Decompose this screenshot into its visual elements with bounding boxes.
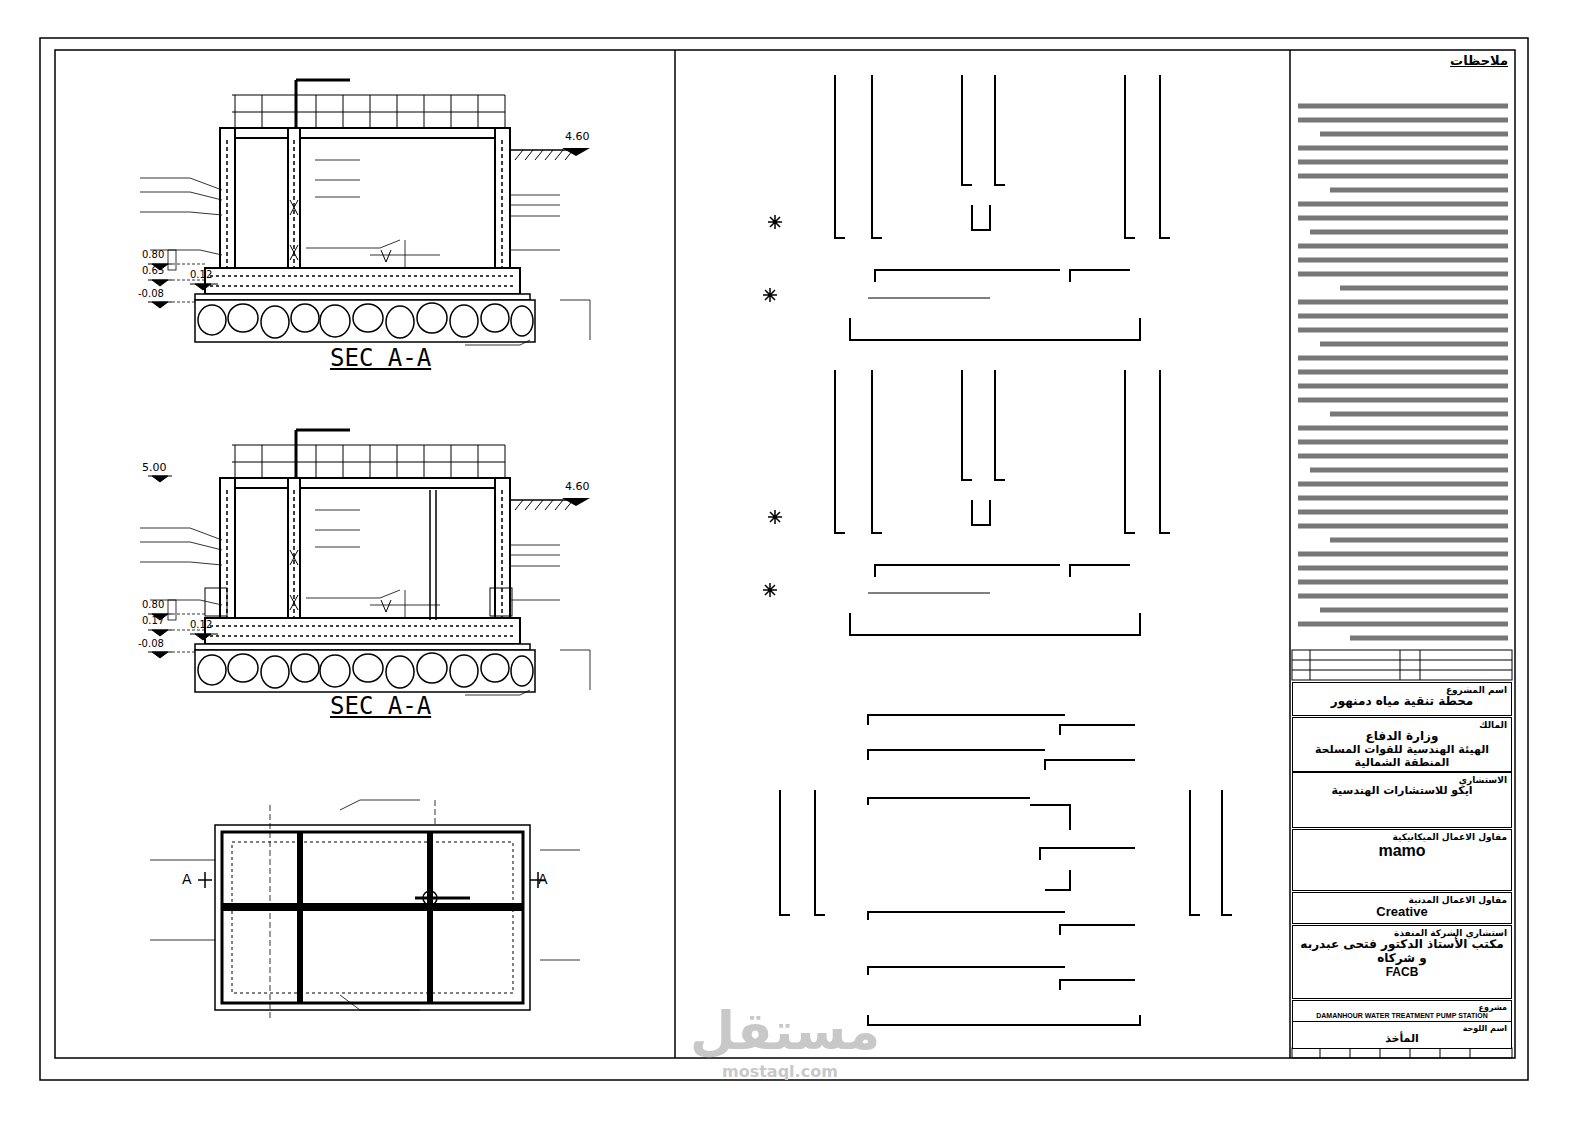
cell-text: Creative	[1297, 905, 1507, 920]
rebar-shapes	[780, 715, 1232, 1025]
panel-divider	[674, 50, 676, 1058]
cell-text: محطة تنقية مياه دمنهور	[1297, 695, 1507, 709]
cell-heading: مقاول الاعمال الميكانيكية	[1297, 832, 1507, 842]
level-mark: 0.12	[190, 270, 212, 280]
watermark: mostaql.com	[722, 1064, 838, 1080]
cell-text: FACB	[1297, 966, 1507, 980]
outer-border	[40, 38, 1528, 1080]
inner-border	[55, 50, 1515, 1058]
cell-text: وزارة الدفاع	[1297, 730, 1507, 744]
title-block-cell: المالكوزارة الدفاعالهيئة الهندسية للقوات…	[1292, 717, 1512, 772]
cell-heading: الاستشاري	[1297, 775, 1507, 785]
title-block-cell: مشروعDAMANHOUR WATER TREATMENT PUMP STAT…	[1292, 1000, 1512, 1023]
rebar-shapes	[763, 75, 1170, 340]
cell-heading: اسم اللوحة	[1297, 1024, 1507, 1033]
level-mark: 5.00	[142, 462, 167, 473]
section-cut-letter: A	[182, 872, 192, 886]
notes-text-lines	[1298, 106, 1508, 638]
title-block-cell: اسم المشروعمحطة تنقية مياه دمنهور	[1292, 682, 1512, 716]
level-mark: -0.08	[138, 639, 164, 649]
cell-text: ملاحظات	[1296, 54, 1508, 69]
title-block-cell: مقاول الاعمال الميكانيكيةmamo	[1292, 829, 1512, 891]
level-mark: 0.80	[142, 600, 164, 610]
level-mark: -0.08	[138, 289, 164, 299]
cell-heading: مشروع	[1297, 1003, 1507, 1012]
cell-text: مكتب الأستاذ الدكتور فتحى عبدربه و شركاه	[1297, 938, 1507, 966]
section-drawing	[140, 80, 590, 345]
watermark: مستقل	[690, 1005, 880, 1057]
section-title: SEC A-A	[330, 346, 431, 370]
level-mark: 0.80	[142, 250, 164, 260]
level-mark: 0.65	[142, 266, 164, 276]
title-block-cell: مقاول الاعمال المدنيةCreative	[1292, 892, 1512, 924]
section-cut-letter: A	[538, 872, 548, 886]
title-block-cell: استشاري الشركة المنفذةمكتب الأستاذ الدكت…	[1292, 925, 1512, 999]
cell-heading: اسم المشروع	[1297, 685, 1507, 695]
panel-divider	[1289, 50, 1291, 1058]
info-table	[1292, 650, 1512, 1058]
cell-heading: استشاري الشركة المنفذة	[1297, 928, 1507, 938]
section-extras	[148, 476, 512, 620]
level-mark: 0.12	[190, 620, 212, 630]
section-drawing	[140, 430, 590, 695]
section-title: SEC A-A	[330, 694, 431, 718]
title-block-cell: اسم اللوحةالمأخذ	[1292, 1021, 1512, 1049]
cell-text: ايكو للاستشارات الهندسية	[1297, 785, 1507, 798]
cell-text: mamo	[1297, 842, 1507, 860]
cell-heading: المالك	[1297, 720, 1507, 730]
title-block-cell: ملاحظات	[1292, 52, 1512, 648]
cell-text: المأخذ	[1297, 1033, 1507, 1046]
level-mark: 4.60	[565, 131, 590, 142]
title-block-cell: الاستشاريايكو للاستشارات الهندسية	[1292, 772, 1512, 828]
cell-heading: مقاول الاعمال المدنية	[1297, 895, 1507, 905]
cell-text: الهيئة الهندسية للقوات المسلحة المنطقة ا…	[1297, 744, 1507, 769]
rebar-shapes	[763, 370, 1170, 635]
level-mark: 0.17	[142, 616, 164, 626]
level-mark: 4.60	[565, 481, 590, 492]
plan-drawing	[150, 800, 580, 1020]
cell-text: DAMANHOUR WATER TREATMENT PUMP STATION	[1297, 1012, 1507, 1020]
